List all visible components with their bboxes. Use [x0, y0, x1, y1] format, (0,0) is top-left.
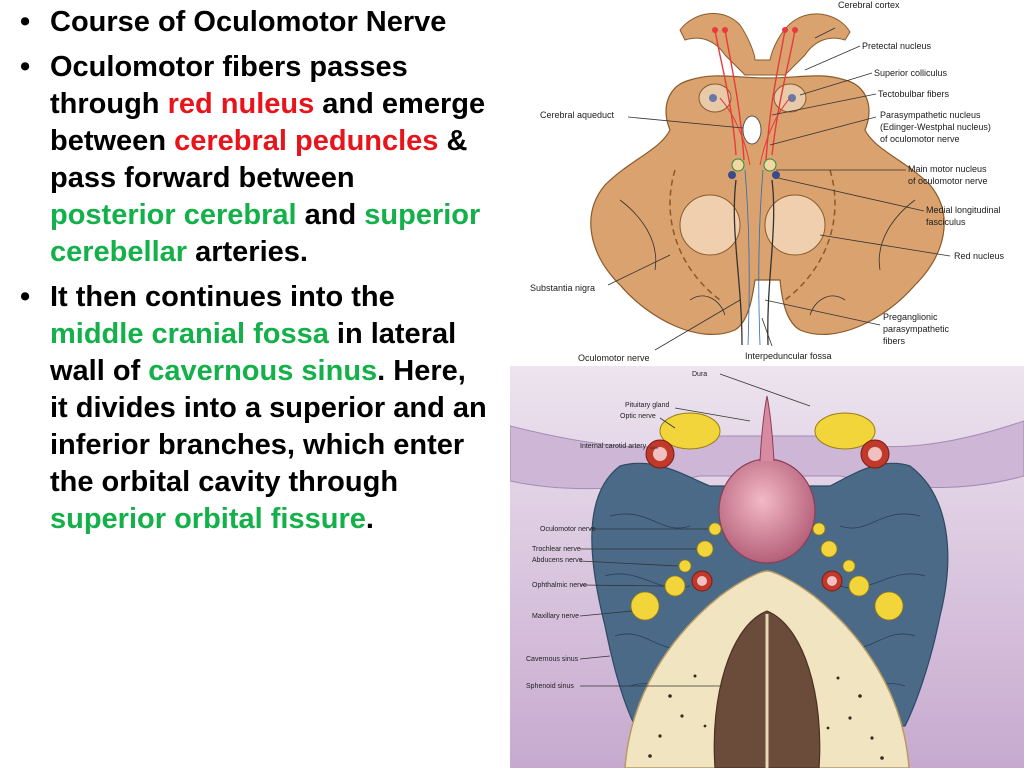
label-main-motor-nucleus: Main motor nucleus: [908, 164, 987, 174]
text-segment: in lateral wall of: [50, 318, 457, 387]
maxillary-nerve-left: [630, 591, 660, 621]
label-sphenoid-sinus: Sphenoid sinus: [526, 683, 574, 690]
label-fasciculus: fasciculus: [926, 217, 966, 227]
cerebral-aqueduct-shape: [742, 115, 762, 145]
label-fibers: fibers: [883, 336, 906, 346]
highlight-superior-cerebellar: superior cerebellar: [50, 199, 481, 268]
text-segment: .: [365, 503, 374, 535]
text-segment: Oculomotor fibers passes through: [50, 51, 408, 120]
ophthalmic-nerve-left: [664, 575, 686, 597]
label-parasympathetic: parasympathetic: [883, 324, 950, 334]
bullet-course-title: • Course of Oculomotor Nerve: [14, 4, 488, 41]
label-pituitary-gland: Pituitary gland: [625, 402, 669, 409]
label-tectobulbar-fibers: Tectobulbar fibers: [878, 89, 950, 99]
cavernous-sinus-diagram: Dura Pituitary gland Optic nerve Interna…: [510, 366, 1024, 768]
bullet-marker: •: [20, 281, 31, 313]
red-nucleus-left: [679, 194, 741, 256]
label-of-oculomotor-nerve: of oculomotor nerve: [880, 134, 960, 144]
highlight-posterior-cerebral: posterior cerebral: [50, 199, 297, 231]
label-edinger-westphal: (Edinger-Westphal nucleus): [880, 122, 991, 132]
red-nucleus-right: [764, 194, 826, 256]
bullet-marker: •: [20, 51, 31, 83]
highlight-cavernous-sinus: cavernous sinus: [148, 355, 378, 387]
text-segment: & pass forward between: [50, 125, 468, 194]
label-oculomotor-nerve: Oculomotor nerve: [578, 353, 650, 363]
trochlear-nerve-left: [696, 540, 714, 558]
bullet-cavernous-course: • It then continues into the middle cran…: [14, 279, 488, 538]
label-pretectal-nucleus: Pretectal nucleus: [862, 41, 932, 51]
highlight-superior-orbital-fissure: superior orbital fissure: [50, 503, 366, 535]
label-abducens-nerve: Abducens nerve: [532, 557, 583, 564]
bullet-fibers-path: • Oculomotor fibers passes through red n…: [14, 49, 488, 271]
label-preganglionic: Preganglionic: [883, 312, 938, 322]
label-ophthalmic-nerve: Ophthalmic nerve: [532, 582, 587, 589]
abducens-nerve-left: [678, 559, 692, 573]
text-segment: . Here, it divides into a superior and a…: [50, 355, 487, 498]
cerebral-cortex-shape: [679, 13, 851, 76]
label-substantia-nigra: Substantia nigra: [530, 283, 595, 293]
label-interpeduncular-fossa: Interpeduncular fossa: [745, 351, 832, 361]
text-segment: and: [296, 199, 365, 231]
label-cavernous-sinus: Cavernous sinus: [526, 656, 579, 663]
label-maxillary-nerve: Maxillary nerve: [532, 613, 579, 620]
text-segment: It then continues into the: [50, 281, 395, 313]
label-oculomotor-nerve: Oculomotor nerve: [540, 526, 596, 533]
label-dura: Dura: [692, 371, 707, 378]
label-optic-nerve: Optic nerve: [620, 413, 656, 420]
bullet-marker: •: [20, 6, 31, 38]
highlight-cerebral-peduncles: cerebral peduncles: [174, 125, 439, 157]
text-segment: arteries.: [187, 236, 308, 268]
bullet-list: • Course of Oculomotor Nerve • Oculomoto…: [14, 4, 488, 546]
label-trochlear-nerve: Trochlear nerve: [532, 546, 581, 553]
highlight-middle-cranial-fossa: middle cranial fossa: [50, 318, 329, 350]
label-cerebral-aqueduct: Cerebral aqueduct: [540, 110, 615, 120]
label-red-nucleus: Red nucleus: [954, 251, 1005, 261]
label-parasympathetic-nucleus: Parasympathetic nucleus: [880, 110, 981, 120]
label-medial-longitudinal: Medial longitudinal: [926, 205, 1001, 215]
pituitary-gland-shape: [718, 458, 816, 564]
midbrain-cross-section-diagram: Cerebral cortex Pretectal nucleus Superi…: [530, 0, 1005, 363]
midbrain-body-shape: [590, 75, 945, 335]
text-segment: and emerge between: [50, 88, 486, 157]
optic-nerve-left: [659, 412, 721, 450]
oculomotor-nerve-left: [708, 522, 722, 536]
label-cerebral-cortex: Cerebral cortex: [838, 0, 900, 10]
label-main-motor-of-oculomotor: of oculomotor nerve: [908, 176, 988, 186]
label-internal-carotid-artery: Internal carotid artery: [580, 443, 647, 450]
highlight-red-nucleus: red nuleus: [167, 88, 315, 120]
course-title-text: Course of Oculomotor Nerve: [50, 6, 447, 38]
optic-nerve-right: [814, 412, 876, 450]
label-superior-colliculus: Superior colliculus: [874, 68, 948, 78]
